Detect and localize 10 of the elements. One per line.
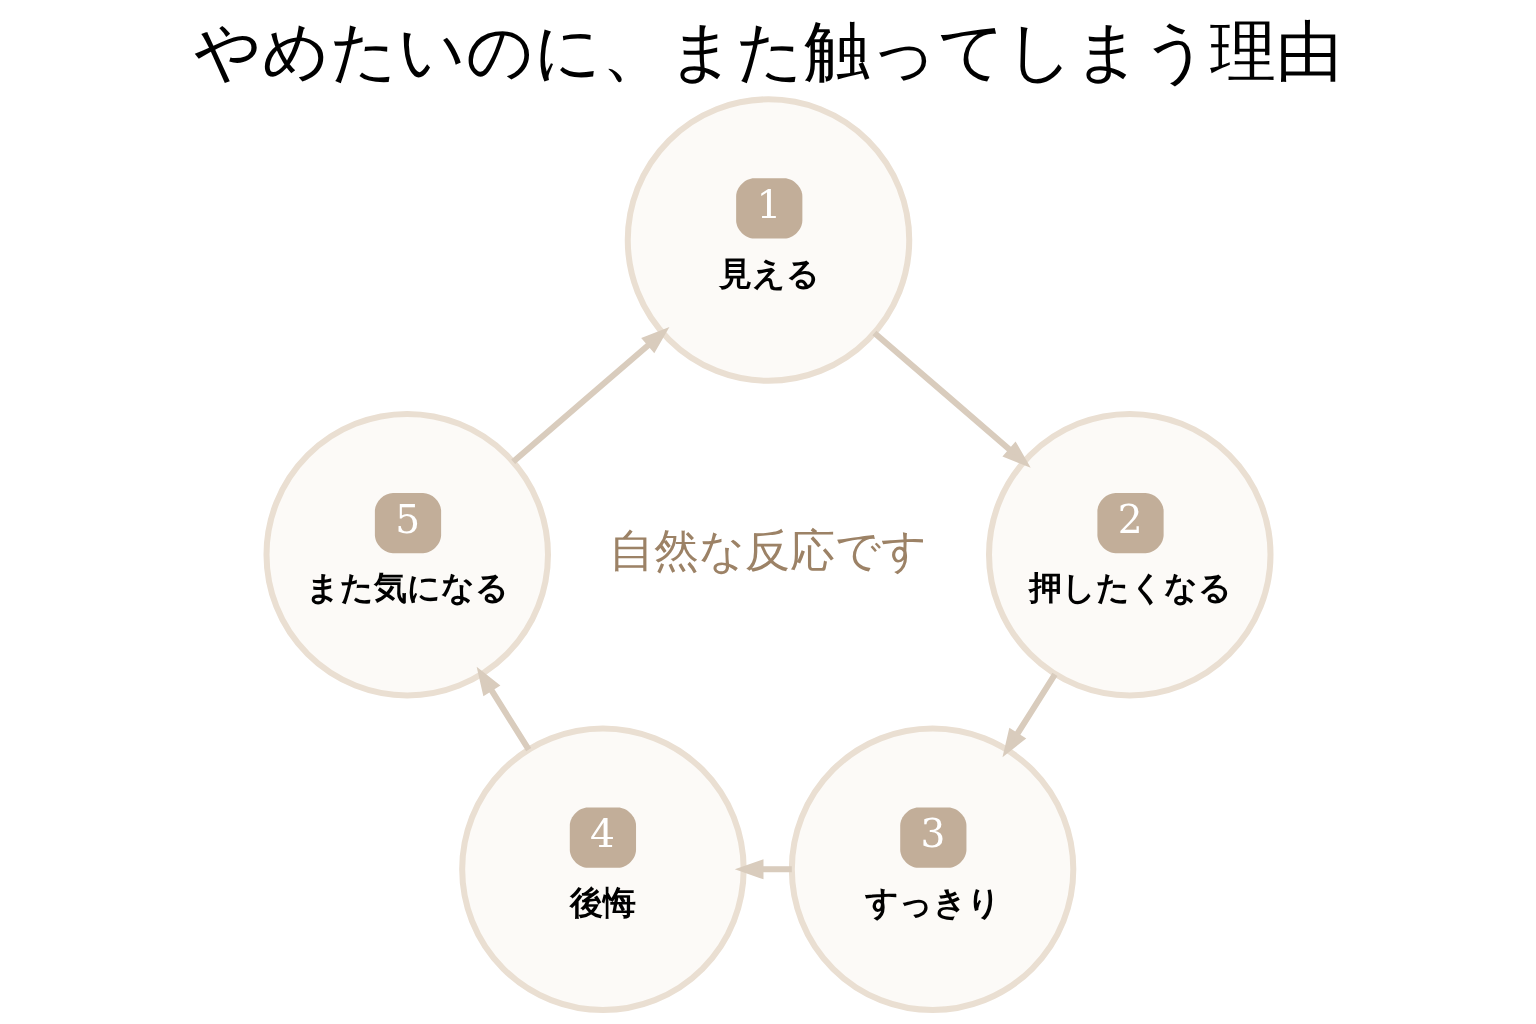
diagram-title: やめたいのに、また触ってしまう理由 (194, 12, 1342, 90)
arrow (872, 330, 1031, 468)
node-circle: 4 後悔 (458, 725, 747, 1013)
arrow (476, 666, 531, 751)
node-circle: 1 見える (624, 95, 912, 384)
label: 自然な反応です (609, 523, 927, 577)
arrow (510, 326, 669, 464)
arrow (734, 858, 792, 879)
arrow (1001, 672, 1057, 757)
node-circle: 2 押したくなる (985, 410, 1273, 698)
